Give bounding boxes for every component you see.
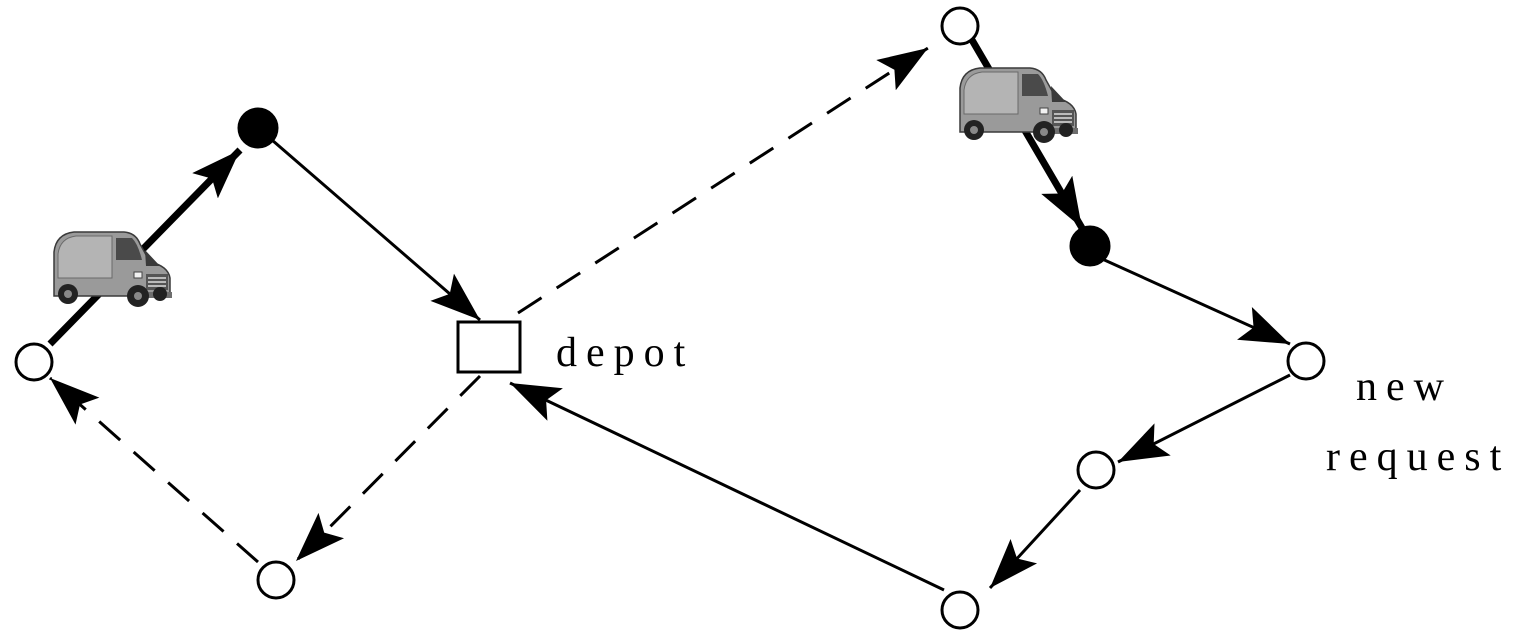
- van-icon-right: [959, 67, 1079, 144]
- customer-node-left: [14, 342, 54, 382]
- edge-filled-right-to-new-request: [1099, 256, 1291, 346]
- depot-square: [456, 320, 522, 374]
- customer-node-top-right: [940, 6, 980, 46]
- new-request-label-line1: new: [1356, 364, 1453, 410]
- dashed-route-lines: [49, 46, 929, 564]
- van-icon-left: [53, 231, 173, 308]
- planned-route-lines: [271, 138, 1291, 592]
- dashed-edge-depot-to-top-right: [517, 46, 929, 315]
- customer-node-mid-right: [1076, 450, 1116, 490]
- customer-nodes: [14, 6, 1326, 630]
- dashed-edge-depot-to-bottom-left: [294, 374, 482, 563]
- edge-filled-top-to-depot: [271, 138, 481, 322]
- dashed-edge-bottom-left-to-left: [49, 376, 259, 564]
- edge-mid-right-to-bottom-right: [988, 488, 1082, 590]
- customer-node-new-request: [1286, 341, 1326, 381]
- edge-new-request-to-mid-right: [1117, 373, 1291, 464]
- traversed-route-lines: [47, 38, 1086, 347]
- edge-bottom-right-to-depot: [509, 381, 945, 592]
- customer-node-visited-right: [1069, 225, 1111, 267]
- customer-node-bottom-right: [940, 590, 980, 630]
- new-request-label-line2: request: [1326, 434, 1510, 480]
- customer-node-visited-top: [237, 107, 279, 149]
- customer-node-bottom-left: [256, 560, 296, 600]
- thick-edge-left-to-filled-top: [47, 147, 243, 347]
- depot-label: depot: [556, 330, 694, 376]
